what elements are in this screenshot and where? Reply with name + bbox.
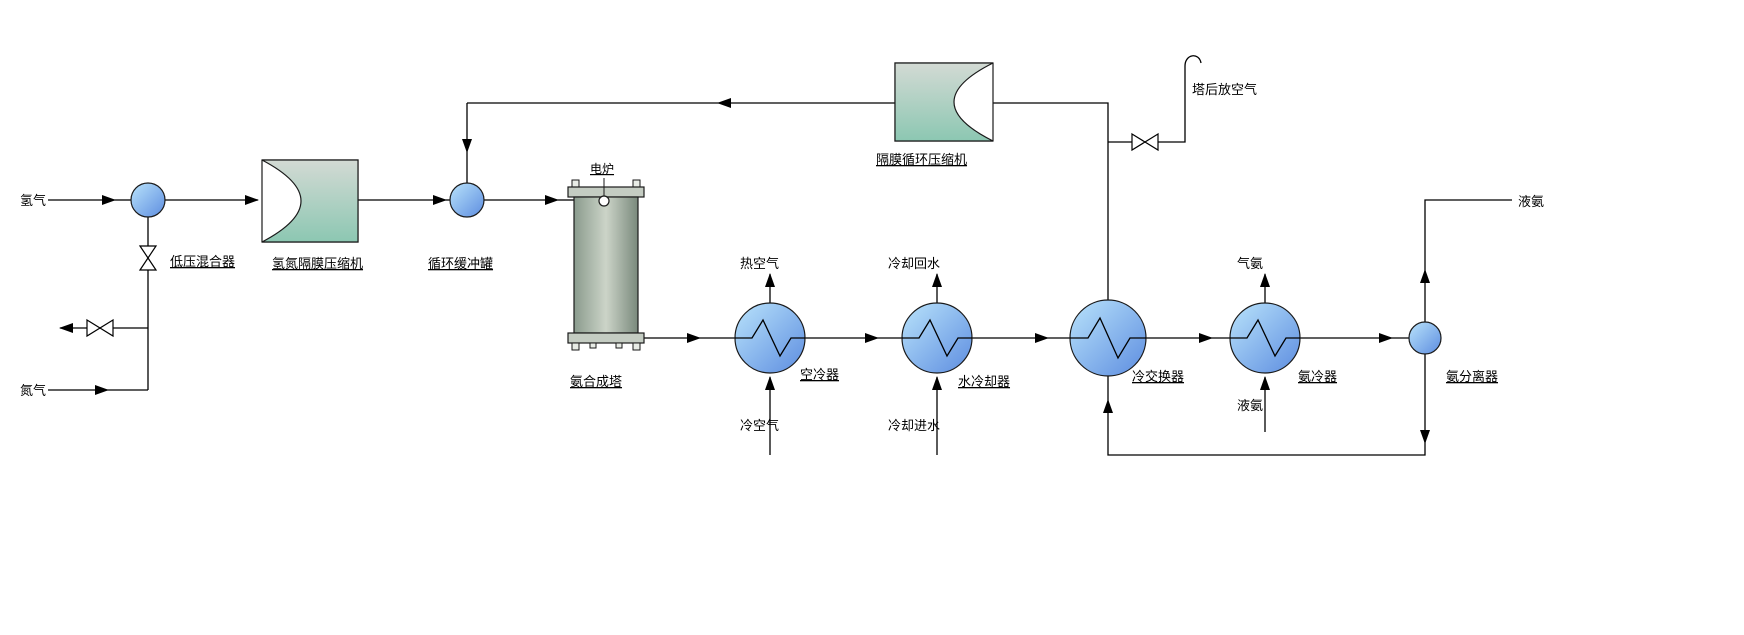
valve-mixer-line-icon <box>138 245 158 271</box>
tower-body <box>573 196 639 334</box>
label-hydrogen: 氢气 <box>20 193 46 209</box>
label-water-cooler: 水冷却器 <box>958 375 1010 390</box>
water-cooler-symbol <box>901 302 973 374</box>
tower-foot-left <box>589 342 597 349</box>
label-h2n2-diaphragm-compressor: 氢氮隔膜压缩机 <box>272 256 363 272</box>
label-cold-air: 冷空气 <box>740 418 779 434</box>
label-hot-air: 热空气 <box>740 256 779 272</box>
compressor1-body <box>261 159 359 243</box>
pipe-separator-product-out <box>1424 199 1512 270</box>
label-ammonia-synthesis-tower: 氨合成塔 <box>570 375 622 390</box>
tower-bolt-bottom-left <box>571 342 580 351</box>
cold-exchanger-coil-icon <box>1070 316 1146 360</box>
h2n2-diaphragm-compressor-symbol <box>261 159 359 243</box>
label-cold-exchanger: 冷交换器 <box>1132 369 1184 385</box>
circulation-buffer-tank-symbol <box>449 182 485 218</box>
label-electric-furnace: 电炉 <box>590 162 614 176</box>
cold-exchanger-symbol <box>1069 299 1147 377</box>
compressor2-body <box>894 62 994 142</box>
pipe-exchanger-riser <box>993 102 1109 300</box>
label-vent-after-tower: 塔后放空气 <box>1192 82 1257 98</box>
ammonia-synthesis-tower-symbol <box>567 178 645 351</box>
water-cooler-coil-icon <box>902 318 972 358</box>
equipment <box>130 62 1442 377</box>
label-gas-ammonia: 气氨 <box>1237 256 1263 272</box>
ammonia-cooler-symbol <box>1229 302 1301 374</box>
label-liquid-ammonia-product: 液氨 <box>1518 195 1544 210</box>
labels: 氢气 氮气 低压混合器 氢氮隔膜压缩机 循环缓冲罐 电炉 氨合成塔 热空气 冷空… <box>20 82 1544 434</box>
pipe-vent-branch <box>1108 66 1186 143</box>
ammonia-separator-symbol <box>1408 321 1442 355</box>
label-ammonia-cooler: 氨冷器 <box>1298 370 1337 385</box>
pipe-bottoms-return <box>1103 399 1426 456</box>
label-circulation-buffer-tank: 循环缓冲罐 <box>428 257 493 272</box>
label-liquid-ammonia-feed: 液氨 <box>1237 399 1263 414</box>
electric-furnace-port-icon <box>598 195 610 207</box>
valves <box>86 132 1159 338</box>
label-low-pressure-mixer: 低压混合器 <box>170 255 235 270</box>
label-nitrogen: 氮气 <box>20 383 46 399</box>
air-cooler-symbol <box>734 302 806 374</box>
air-cooler-coil-icon <box>735 318 805 358</box>
label-ammonia-separator: 氨分离器 <box>1446 369 1498 385</box>
tower-bottom-flange <box>567 332 645 344</box>
pipe-vent-hook <box>1184 55 1202 67</box>
label-cooling-return-water: 冷却回水 <box>888 257 940 272</box>
label-diaphragm-circulation-compressor: 隔膜循环压缩机 <box>876 152 967 168</box>
tower-bolt-top-right <box>632 179 641 188</box>
diaphragm-circulation-compressor-symbol <box>894 62 994 142</box>
ammonia-cooler-coil-icon <box>1230 318 1300 358</box>
valve-drain-icon <box>86 318 114 338</box>
low-pressure-mixer-symbol <box>130 182 166 218</box>
tower-foot-right <box>615 342 623 349</box>
tower-bolt-top-left <box>571 179 580 188</box>
tower-bolt-bottom-right <box>632 342 641 351</box>
pipes <box>48 55 1512 456</box>
label-cooling-inlet-water: 冷却进水 <box>888 419 940 434</box>
label-air-cooler: 空冷器 <box>800 368 839 383</box>
valve-vent-icon <box>1131 132 1159 152</box>
tower-top-flange <box>567 186 645 198</box>
